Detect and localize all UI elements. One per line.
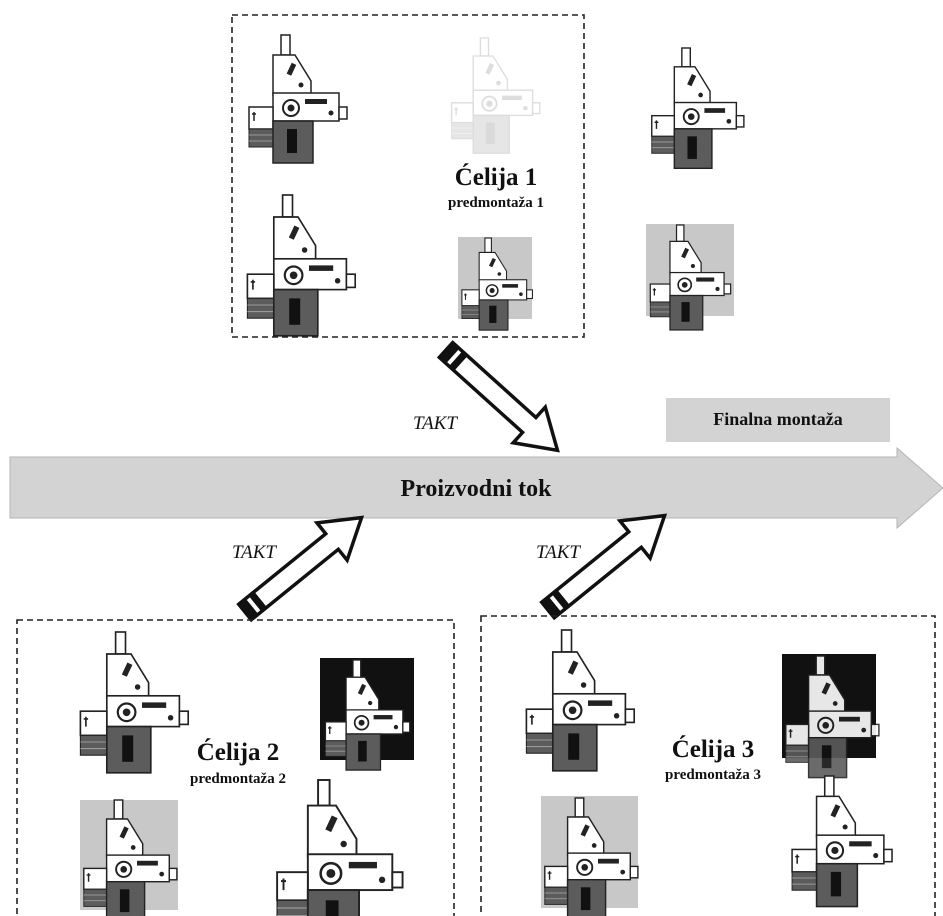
cell-1-subtitle: predmontaža 1	[448, 195, 544, 211]
machine-icon	[650, 47, 745, 170]
cell-1-title: Ćelija 1	[455, 163, 538, 191]
machine-icon	[248, 34, 348, 164]
cell-2-boundary	[16, 619, 455, 916]
takt-label-cell-1: TAKT	[413, 413, 458, 434]
takt-label-cell-2: TAKT	[232, 542, 277, 563]
cell-1: Ćelija 1 predmontaža 1	[231, 14, 745, 338]
cell-3-title: Ćelija 3	[672, 735, 755, 763]
cell-2-title: Ćelija 2	[197, 738, 280, 766]
takt-label-cell-3: TAKT	[536, 542, 581, 563]
cell-1-boundary	[231, 14, 585, 338]
cell-3-subtitle: predmontaža 3	[665, 767, 761, 783]
flow-label: Proizvodni tok	[401, 476, 553, 502]
cell-3: Ćelija 3 predmontaža 3	[480, 615, 936, 916]
machine-icon-dark	[525, 628, 636, 772]
flow-arrow	[9, 446, 943, 530]
cell-3-boundary	[480, 615, 936, 916]
production-flow-band: Proizvodni tok	[9, 446, 943, 530]
machine-icon	[79, 630, 190, 774]
machine-icon	[275, 778, 404, 916]
takt-arrow-cell-1	[428, 330, 576, 470]
cell-2-subtitle: predmontaža 2	[190, 771, 286, 787]
cell-2: Ćelija 2 predmontaža 2	[16, 619, 455, 916]
machine-icon	[791, 774, 894, 908]
final-assembly-label: Finalna montaža	[713, 409, 843, 429]
machine-icon-faded	[450, 37, 541, 155]
takt-arrow-cell-2	[228, 497, 379, 633]
machine-icon	[246, 193, 357, 337]
final-assembly-box: Finalna montaža	[666, 398, 890, 442]
